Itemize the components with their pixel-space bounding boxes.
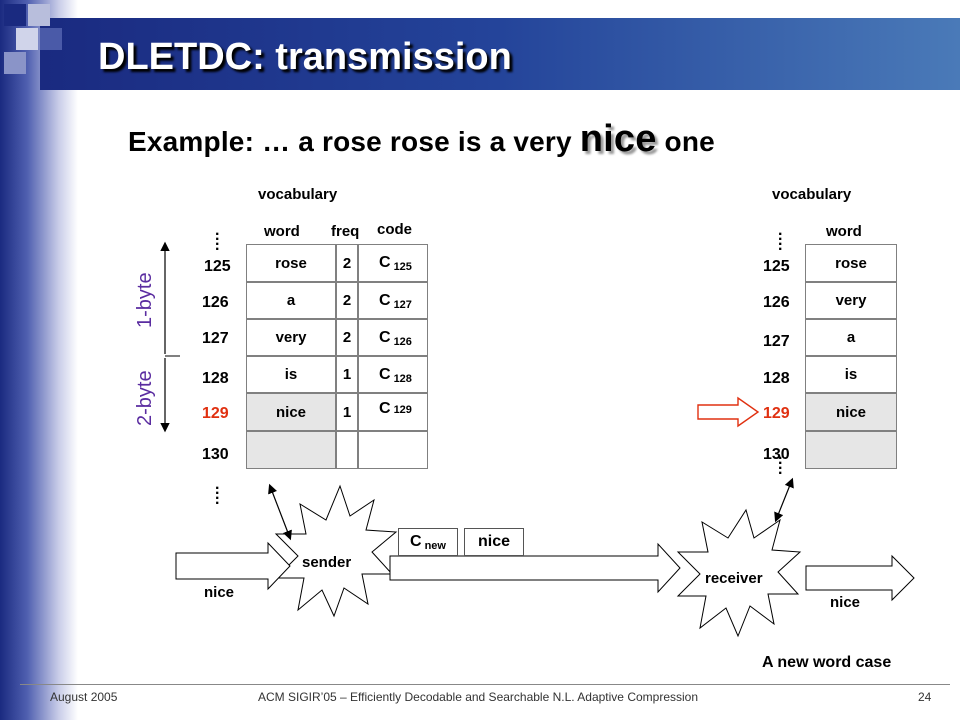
code-letter: C — [379, 254, 391, 271]
output-arrow — [805, 554, 915, 602]
code-subscript: 126 — [393, 335, 412, 348]
slide-title: DLETDC: transmission — [98, 36, 512, 78]
sender-freq-cell — [336, 431, 358, 469]
receiver-index: 127 — [763, 333, 790, 350]
deco-square — [4, 4, 26, 26]
sender-index: 125 — [204, 258, 231, 275]
output-word: nice — [830, 594, 861, 611]
sender-index: 130 — [202, 446, 229, 463]
receiver-word-cell — [805, 431, 897, 469]
example-sentence: Example: … a rose rose is a very nice on… — [128, 118, 715, 161]
sender-index: 128 — [202, 370, 229, 387]
code-letter: C — [379, 400, 391, 417]
receiver-word-cell: very — [805, 282, 897, 319]
code-subscript: 128 — [393, 372, 412, 385]
ellipsis-bottom-sender: .... — [215, 476, 220, 508]
footer-page-number: 24 — [918, 690, 932, 704]
ellipsis-top-receiver: .... — [778, 222, 783, 254]
receiver-word-cell: is — [805, 356, 897, 393]
sender-index: 127 — [202, 330, 229, 347]
receiver-burst — [676, 508, 802, 638]
example-highlight: nice — [579, 118, 657, 160]
code-subscript: 125 — [393, 261, 412, 273]
sender-index: 126 — [202, 294, 229, 311]
message-code-subscript: new — [424, 540, 446, 552]
ellipsis-top-sender: .... — [215, 222, 220, 254]
new-word-case-caption: A new word case — [762, 654, 892, 671]
new-word-pointer-arrow — [697, 396, 760, 428]
sender-word-cell: very — [246, 319, 336, 356]
code-subscript: 127 — [393, 298, 412, 311]
example-prefix: Example: … a rose rose is a very — [128, 126, 580, 157]
receiver-index: 126 — [763, 294, 790, 311]
sender-link-arrow — [268, 483, 292, 541]
receiver-index: 125 — [763, 258, 790, 275]
input-arrow — [175, 541, 291, 591]
receiver-index: 130 — [763, 446, 790, 463]
example-suffix: one — [656, 126, 715, 157]
sender-freq-cell: 1 — [336, 393, 358, 431]
code-letter: C — [379, 365, 391, 383]
code-letter: C — [379, 291, 391, 309]
receiver-index: 128 — [763, 370, 790, 387]
deco-square — [28, 4, 50, 26]
sender-freq-cell: 2 — [336, 282, 358, 319]
sender-word-cell — [246, 431, 336, 469]
title-bar — [40, 18, 960, 90]
receiver-header-word: word — [826, 223, 862, 240]
sender-freq-cell: 2 — [336, 244, 358, 282]
sender-burst — [274, 484, 398, 618]
sender-word-cell: nice — [246, 393, 336, 431]
sender-word-cell: a — [246, 282, 336, 319]
deco-square — [40, 28, 62, 50]
ellipsis-bottom-receiver: .... — [778, 446, 783, 478]
code-letter: C — [379, 328, 391, 346]
transmission-arrow — [389, 542, 681, 594]
footer-divider — [20, 684, 950, 685]
code-subscript: 129 — [393, 404, 412, 416]
message-word-box: nice — [464, 528, 524, 556]
receiver-word-cell: nice — [805, 393, 897, 431]
sender-word-cell: is — [246, 356, 336, 393]
receiver-label: receiver — [705, 570, 763, 587]
sender-vocabulary-caption: vocabulary — [258, 186, 338, 203]
sender-index-highlight: 129 — [202, 405, 229, 422]
sender-header-word: word — [264, 223, 300, 240]
receiver-word-cell: rose — [805, 244, 897, 282]
deco-square — [4, 52, 26, 74]
receiver-vocabulary-caption: vocabulary — [772, 186, 852, 203]
sender-code-cell — [358, 431, 428, 469]
sender-freq-cell: 2 — [336, 319, 358, 356]
sender-header-freq: freq — [331, 223, 360, 240]
message-code: C — [410, 533, 422, 550]
sender-word-cell: rose — [246, 244, 336, 282]
receiver-link-arrow — [774, 477, 794, 523]
receiver-index-highlight: 129 — [763, 405, 790, 422]
sender-header-code: code — [377, 221, 413, 238]
sender-freq-cell: 1 — [336, 356, 358, 393]
sender-label: sender — [302, 554, 352, 571]
left-gradient-band — [0, 0, 78, 720]
input-word: nice — [204, 584, 235, 601]
receiver-word-cell: a — [805, 319, 897, 356]
footer-title: ACM SIGIR’05 – Efficiently Decodable and… — [258, 690, 699, 704]
footer-date: August 2005 — [50, 690, 118, 704]
deco-square — [16, 28, 38, 50]
